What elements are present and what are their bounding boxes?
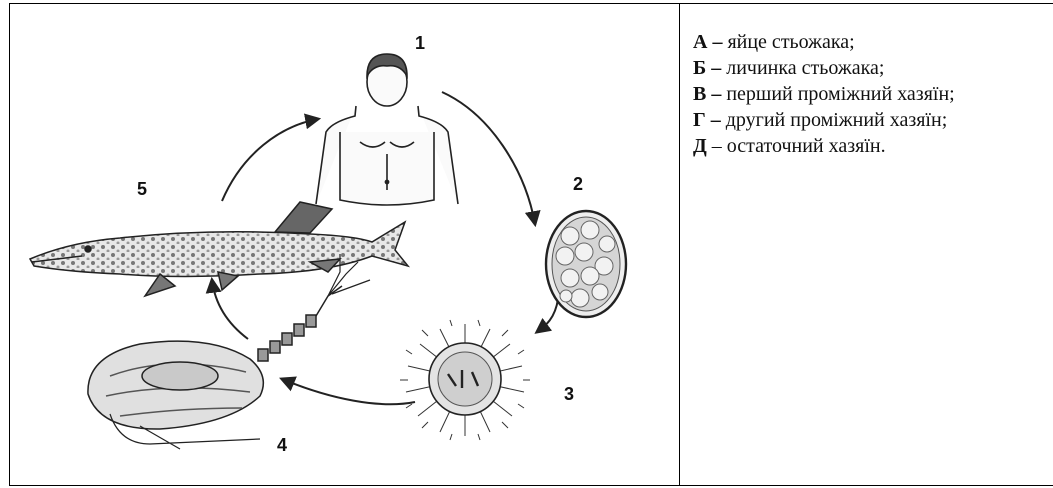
stage-number-4: 4 [277,435,287,455]
legend-item: Г – другий проміжний хазяїн; [693,107,955,133]
legend-key: Д [693,135,707,157]
legend-key: Б – [693,57,721,79]
ciliated-larva [400,320,530,440]
stage-number-2: 2 [573,174,583,194]
legend-item: Б – личинка стьожака; [693,55,955,81]
arrow-human-to-egg [442,92,535,224]
stage-number-5: 5 [137,179,147,199]
life-cycle-diagram: 1 2 3 4 5 [10,4,678,485]
legend-text: яйце стьожака; [722,31,854,53]
legend-key: В – [693,83,721,105]
legend-item: Д – остаточний хазяїн. [693,133,955,159]
pike-fish [30,202,408,296]
table-column-divider [679,3,680,486]
legend-key: Г – [693,109,721,131]
stage-number-1: 1 [415,33,425,53]
arrow-larva-to-copepod [282,379,415,404]
legend-item: В – перший проміжний хазяїн; [693,81,955,107]
table-top-border-right [680,3,1053,4]
legend-text: – остаточний хазяїн. [707,135,886,157]
arrow-fish-to-human [222,119,318,201]
human-figure [316,54,458,205]
arrow-copepod-to-fish [212,280,248,339]
arrow-egg-to-larva [537,299,558,332]
legend-text: личинка стьожака; [721,57,884,79]
stage-number-3: 3 [564,384,574,404]
legend-text: перший проміжний хазяїн; [721,83,954,105]
legend-item: А – яйце стьожака; [693,29,955,55]
egg [546,211,626,317]
legend-text: другий проміжний хазяїн; [721,109,948,131]
legend-key: А – [693,31,722,53]
legend-list: А – яйце стьожака; Б – личинка стьожака;… [693,29,955,159]
